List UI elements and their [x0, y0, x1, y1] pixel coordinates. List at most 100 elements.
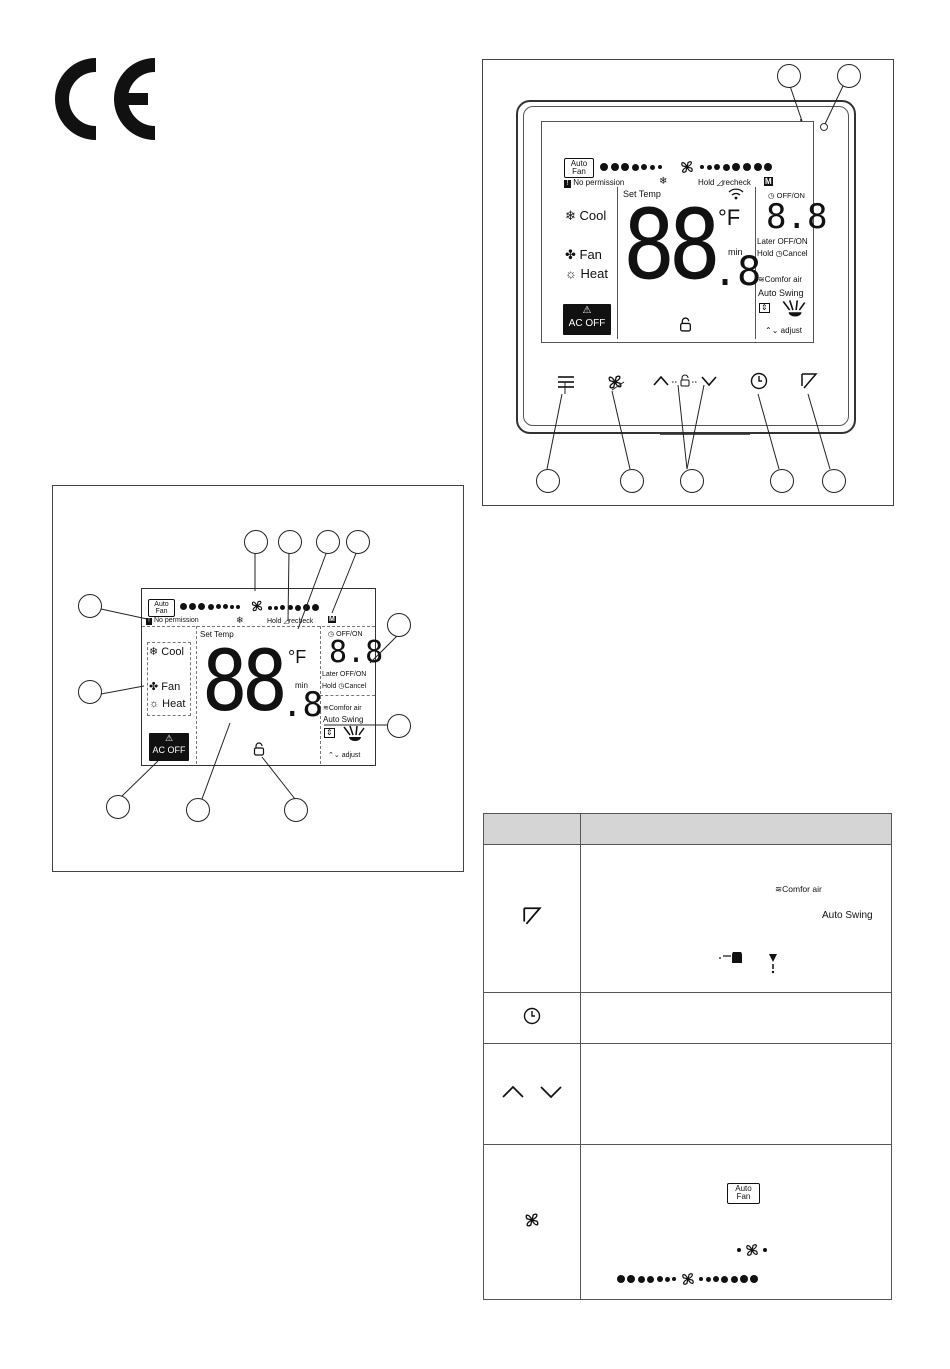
fan-full-indicator — [617, 1270, 759, 1288]
no-permission-label: ! No permission — [564, 178, 624, 188]
unit-fahrenheit: °F — [288, 647, 307, 667]
callout-timer — [770, 469, 794, 493]
mode-cool: ❄ Cool — [565, 208, 607, 223]
callout-leaders-right — [546, 85, 844, 470]
snowflake-icon: ❄ — [659, 176, 668, 187]
callout-8 — [387, 714, 411, 738]
lock-icon — [253, 742, 265, 756]
mode-cool: ❄ Cool — [149, 646, 184, 658]
timer-digits: 8.8 — [766, 197, 828, 237]
auto-swing-label: Auto Swing — [758, 288, 804, 298]
swing-adjust-box: ⇕ — [324, 728, 335, 738]
table-row: ≋Comfor air Auto Swing — [483, 844, 892, 993]
swing-button-icon[interactable] — [800, 372, 818, 390]
up-down-icon — [502, 1085, 562, 1098]
auto-swing-text: Auto Swing — [822, 910, 873, 921]
table-header-description — [580, 813, 892, 845]
fan-icon — [681, 1273, 694, 1285]
callout-menu — [536, 469, 560, 493]
wifi-icon — [728, 188, 744, 200]
swing-fan-icon — [782, 300, 806, 317]
hold-recheck-label: Hold ◿recheck — [698, 178, 751, 187]
no-permission-label: ! No permission — [146, 617, 199, 625]
fan-icon — [251, 600, 263, 612]
up-lock-down-buttons[interactable] — [652, 372, 720, 390]
fan-speed-dots-left — [180, 603, 241, 610]
fan-speed-dots-left — [600, 163, 662, 171]
callout-5 — [78, 594, 102, 618]
hold-cancel-label: Hold ◷Cancel — [322, 683, 367, 690]
adjust-label: ⌃⌄ adjust — [765, 326, 802, 335]
adjust-label: ⌃⌄ adjust — [328, 752, 361, 759]
timer-off-on-label: ◷ OFF/ON — [768, 191, 805, 200]
mode-group — [147, 642, 191, 716]
table-header-row — [483, 813, 892, 845]
button-reference-table: ≋Comfor air Auto Swing — [483, 813, 892, 1300]
callout-6 — [387, 613, 411, 637]
unit-fahrenheit: °F — [718, 205, 741, 230]
ce-mark-icon — [55, 58, 156, 140]
callout-swing — [822, 469, 846, 493]
callout-2 — [278, 530, 302, 554]
callout-power — [777, 64, 801, 88]
callout-10 — [186, 798, 210, 822]
mode-heat: ☼ Heat — [565, 266, 608, 281]
clock-icon — [523, 1007, 541, 1024]
comfor-air-label: ≋Comfor air — [758, 275, 803, 284]
callout-1 — [244, 530, 268, 554]
fan-button-icon[interactable] — [605, 372, 625, 392]
controller-body — [516, 100, 856, 434]
callout-7 — [78, 680, 102, 704]
callout-led — [837, 64, 861, 88]
timer-digits: 8.8 — [329, 635, 384, 670]
fan-icon — [746, 1244, 759, 1256]
set-temp-label: Set Temp — [200, 630, 234, 639]
swing-adjust-box: ⇕ — [759, 303, 770, 313]
mode-heat: ☼ Heat — [149, 698, 186, 710]
comfor-air-text: ≋Comfor air — [775, 884, 822, 894]
menu-button-icon[interactable] — [557, 374, 575, 390]
callout-up-down — [680, 469, 704, 493]
hold-cancel-label: Hold ◷Cancel — [757, 249, 808, 258]
lock-icon — [680, 317, 691, 332]
fan-speed-dots-right — [700, 163, 773, 171]
swing-icon — [523, 907, 542, 925]
table-row — [483, 1043, 892, 1145]
comfor-air-label: ≋Comfor air — [323, 705, 362, 712]
table-row — [483, 992, 892, 1044]
min-label: min — [295, 681, 308, 690]
callout-4 — [346, 530, 370, 554]
mode-fan: ✤ Fan — [565, 247, 602, 262]
later-off-on-label: Later OFF/ON — [757, 237, 808, 246]
table-header-icon — [483, 813, 581, 845]
decimal-digit: .8 — [713, 249, 762, 295]
status-led — [820, 123, 828, 131]
decimal-digit: .8 — [282, 685, 323, 725]
clock-button-icon[interactable] — [750, 372, 768, 390]
snowflake-icon: ❄ — [236, 615, 244, 625]
controller-face — [523, 106, 849, 426]
fan-icon — [681, 161, 693, 173]
swing-fan-icon — [343, 725, 365, 741]
temperature-digits: 88 — [202, 632, 288, 730]
auto-swing-label: Auto Swing — [323, 715, 364, 724]
mode-fan: ✤ Fan — [149, 681, 181, 693]
swing-direction-icons — [719, 952, 777, 974]
m-badge: M — [764, 177, 773, 186]
temperature-digits: 88 — [623, 189, 721, 301]
timer-off-on-label: ◷ OFF/ON — [328, 631, 363, 638]
callout-11 — [284, 798, 308, 822]
callout-3 — [316, 530, 340, 554]
fan-icon — [525, 1213, 539, 1226]
min-label: min — [728, 247, 743, 257]
callout-fan — [620, 469, 644, 493]
callout-9 — [106, 795, 130, 819]
set-temp-label: Set Temp — [623, 189, 661, 199]
ac-off-indicator: ⚠AC OFF — [563, 304, 611, 335]
